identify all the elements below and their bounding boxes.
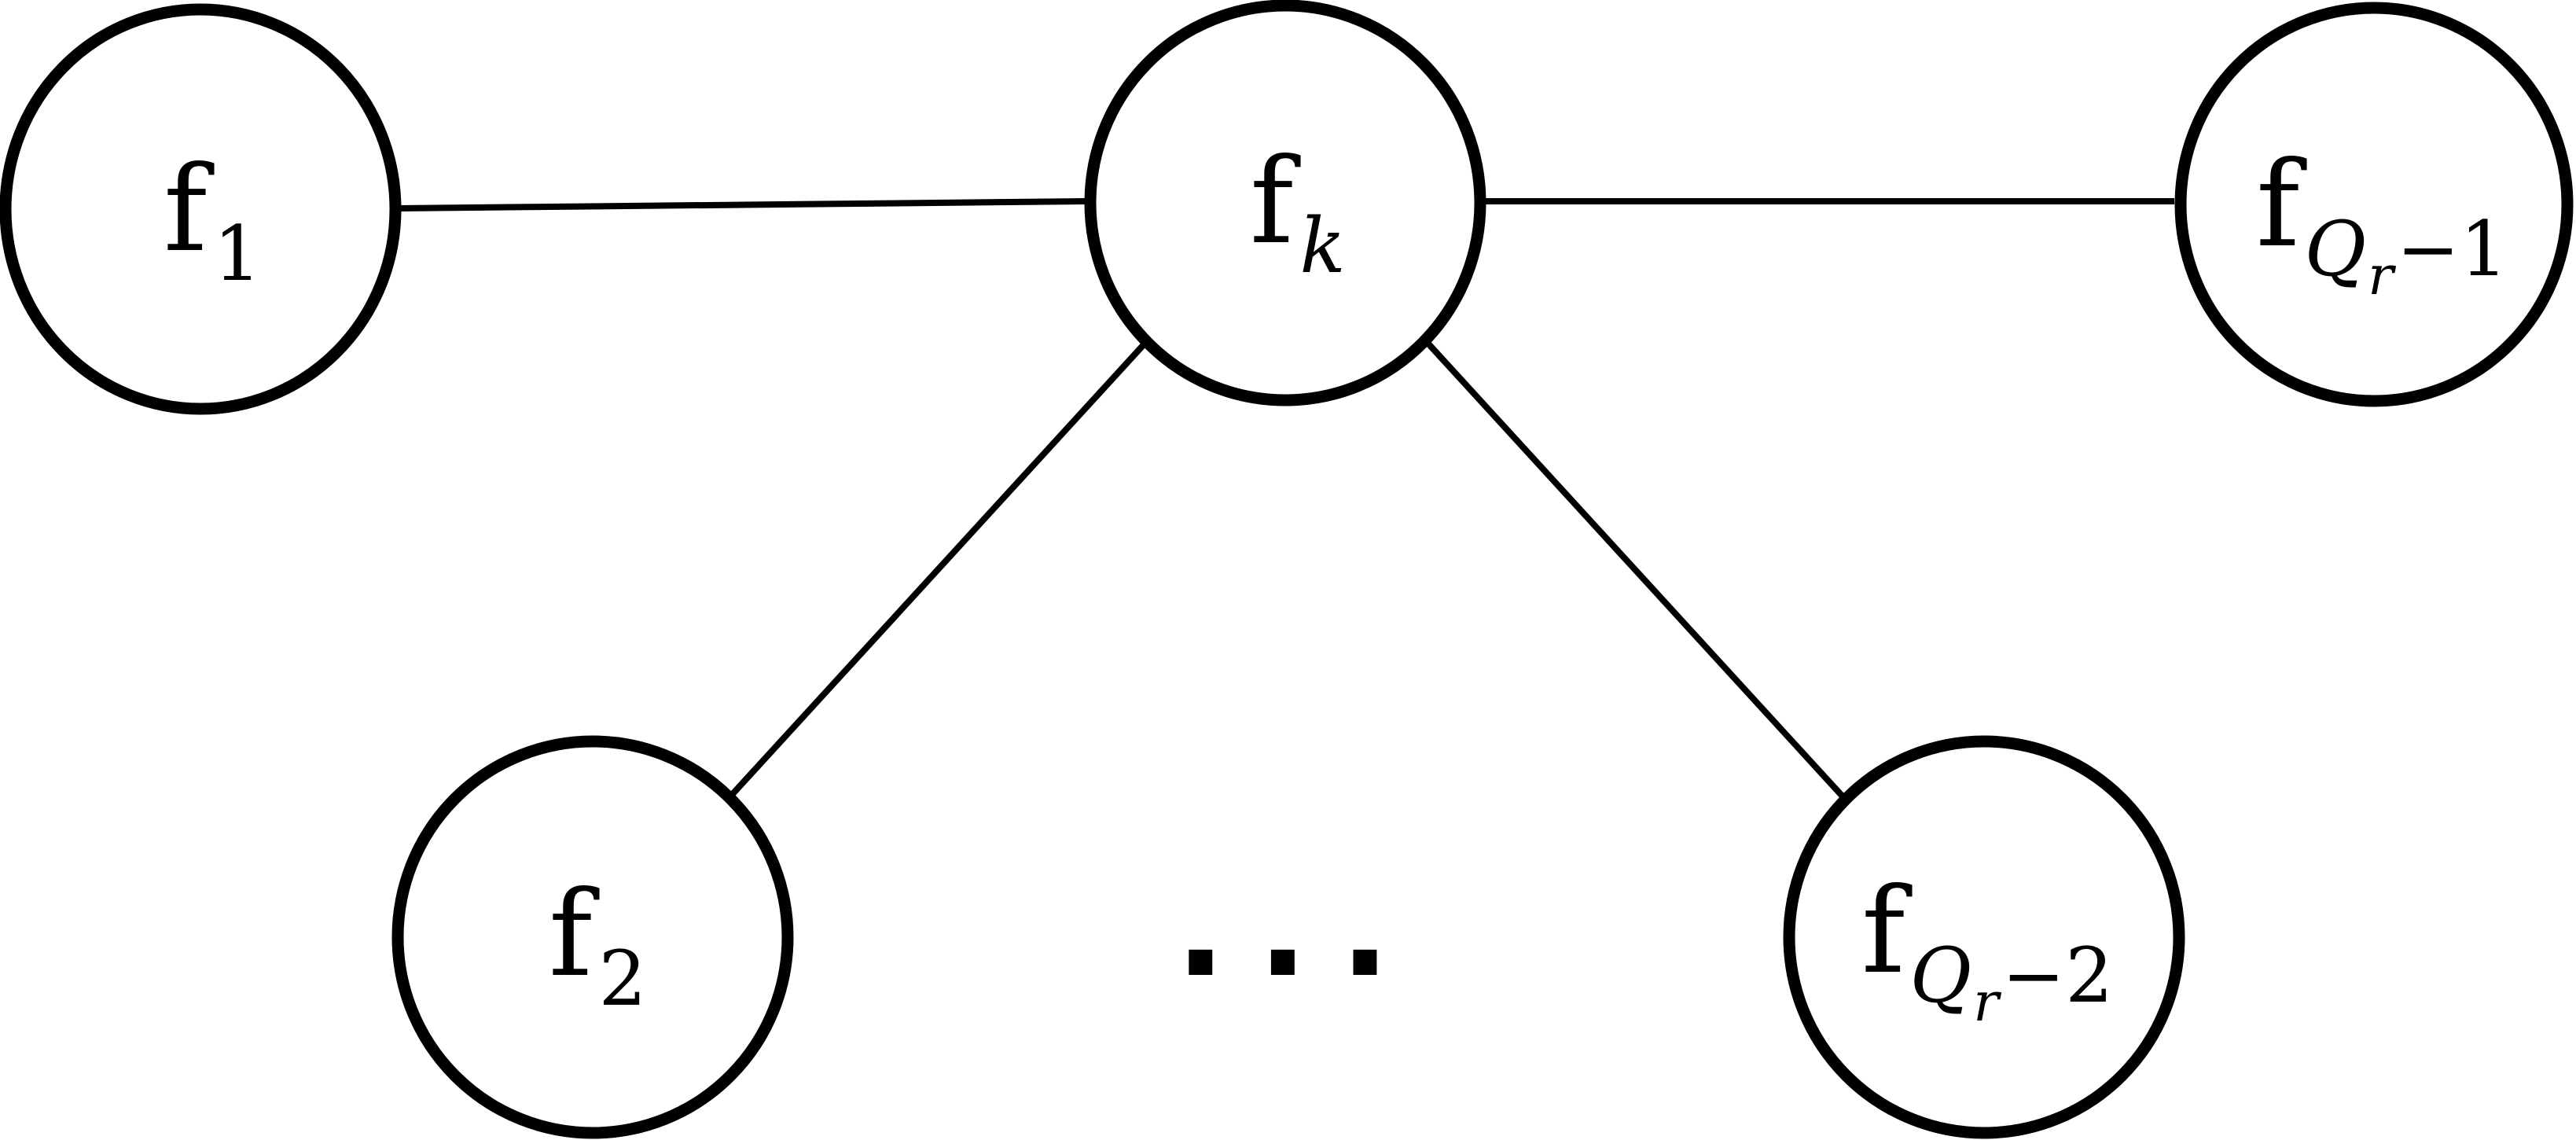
node-fq-minus-2-circle	[1783, 735, 2185, 1139]
node-f1: f1	[0, 3, 402, 415]
node-fq-minus-2: fQr−2	[1783, 735, 2185, 1139]
node-fq-minus-1-circle	[2174, 2, 2574, 407]
node-f1-circle	[0, 3, 402, 415]
node-f2-label: f2	[549, 866, 647, 1023]
ellipsis-text: ...	[1175, 851, 1422, 1007]
node-fk-label: fk	[1250, 134, 1346, 290]
node-fk-circle	[1084, 0, 1486, 406]
node-f2: f2	[391, 735, 794, 1139]
node-f2-circle	[391, 735, 794, 1139]
node-f1-label: f1	[164, 142, 262, 298]
node-fq-minus-1: fQr−1	[2174, 2, 2574, 407]
edge-fk-fq2	[1424, 340, 1846, 800]
node-fq-minus-2-label: fQr−2	[1861, 863, 2113, 1034]
node-fk: fk	[1084, 0, 1486, 406]
node-fq-minus-1-label: fQr−1	[2256, 137, 2508, 307]
edge-f1-fk	[396, 198, 1088, 211]
edge-fk-f2	[729, 340, 1148, 798]
